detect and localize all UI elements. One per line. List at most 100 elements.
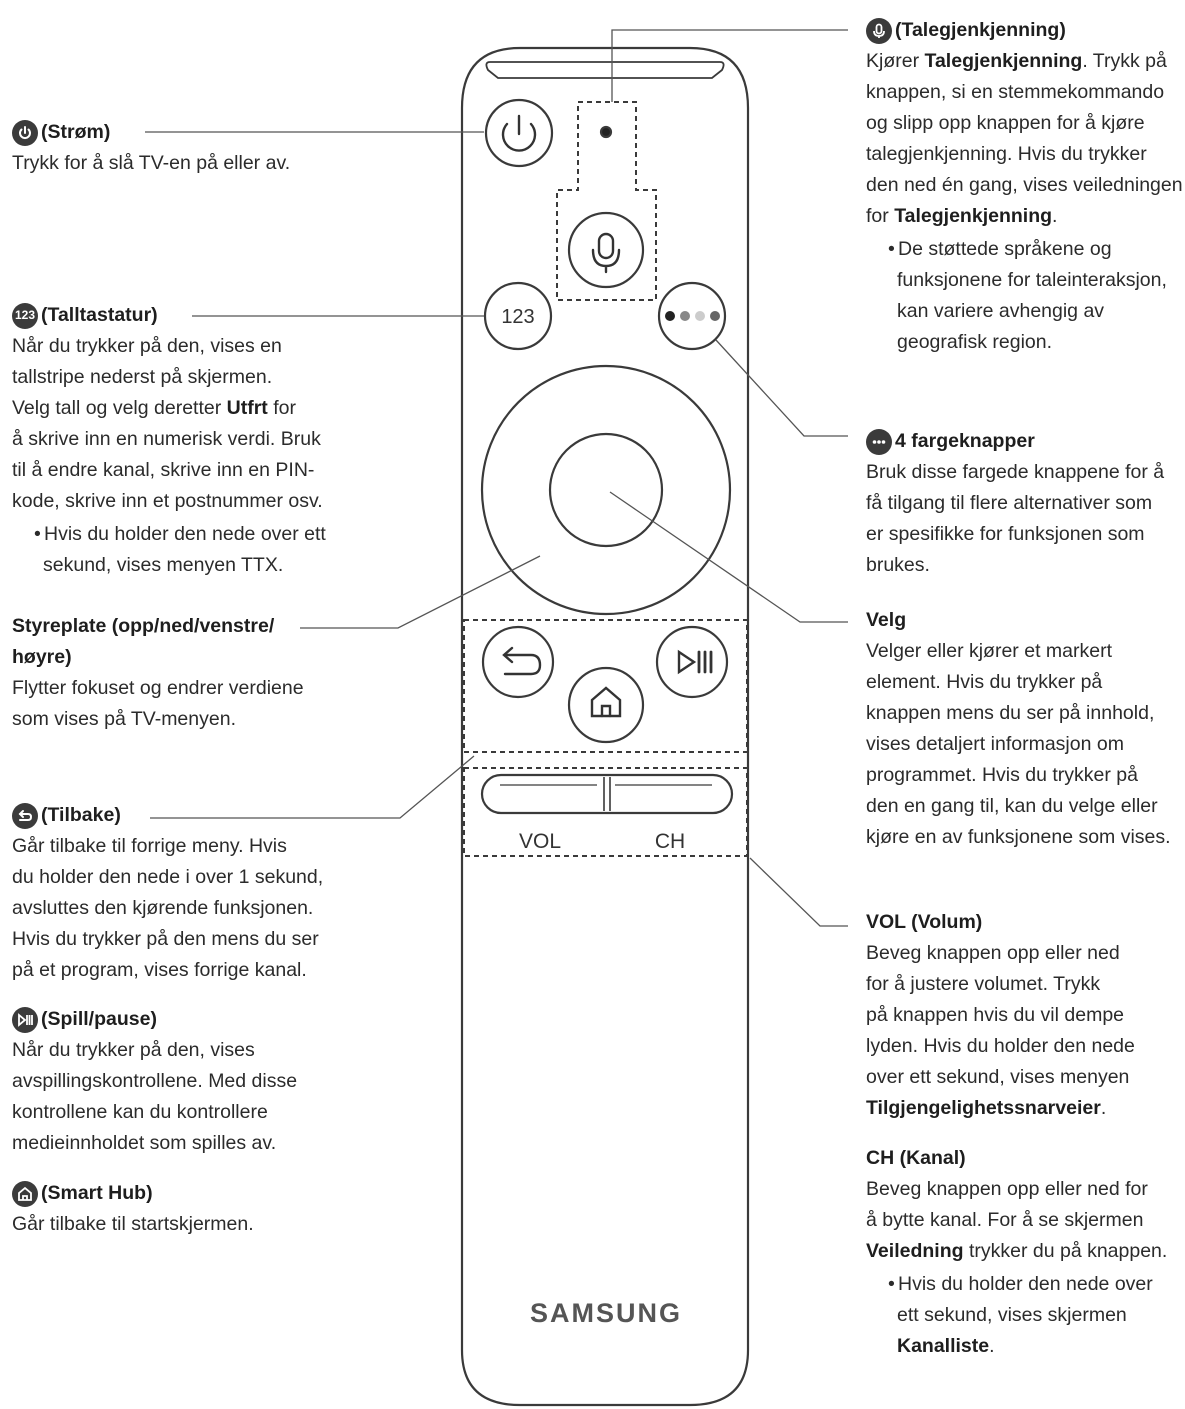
color-desc-line: brukes.: [866, 554, 930, 576]
touchpad-title-cont: høyre): [12, 646, 72, 668]
power-icon: [12, 119, 38, 146]
touchpad-desc-line: som vises på TV-menyen.: [12, 708, 236, 730]
nav-keys-region: [463, 619, 748, 753]
power-button: [484, 98, 554, 168]
ch-title: CH (Kanal): [866, 1147, 966, 1169]
color-desc-line: Bruk disse fargede knappene for å: [866, 461, 1165, 483]
touchpad-title: Styreplate (opp/ned/venstre/: [12, 615, 275, 637]
voice-desc-line: og slipp opp knappen for å kjøre: [866, 112, 1145, 134]
select-desc-line: programmet. Hvis du trykker på: [866, 764, 1139, 786]
ch-desc-line: Beveg knappen opp eller ned for: [866, 1178, 1148, 1200]
ch-bullet-cont: Kanalliste.: [897, 1335, 995, 1357]
keypad-desc-line: å skrive inn en numerisk verdi. Bruk: [12, 428, 321, 450]
keypad-desc-line: Når du trykker på den, vises en: [12, 335, 282, 357]
playpause-button: [655, 625, 729, 699]
voice-section: (Talegjenkjenning) Kjører Talegjenkjenni…: [866, 15, 1184, 358]
keypad-button: [483, 281, 553, 351]
ch-bullet: Hvis du holder den nede over: [866, 1269, 1167, 1300]
playpause-title: (Spill/pause): [41, 1008, 157, 1030]
vol-desc-line: Beveg knappen opp eller ned: [866, 942, 1120, 964]
ch-section: CH (Kanal) Beveg knappen opp eller ned f…: [866, 1143, 1167, 1362]
back-desc-line: du holder den nede i over 1 sekund,: [12, 866, 324, 888]
voice-title: (Talegjenkjenning): [895, 19, 1066, 41]
leader-voice: [611, 29, 848, 102]
voice-bullet-cont: geografisk region.: [897, 331, 1053, 353]
keypad-title: (Talltastatur): [41, 304, 158, 326]
color-dots-icon: [866, 428, 892, 455]
back-desc-line: på et program, vises forrige kanal.: [12, 959, 307, 981]
smarthub-desc-line: Går tilbake til startskjermen.: [12, 1213, 254, 1235]
keypad-bullet: Hvis du holder den nede over ett: [12, 519, 362, 550]
color-section: 4 fargeknapper Bruk disse fargede knappe…: [866, 426, 1164, 581]
power-section: (Strøm) Trykk for å slå TV-en på eller a…: [12, 117, 290, 179]
select-desc-line: Velger eller kjører et markert: [866, 640, 1112, 662]
vol-ch-rocker: [480, 773, 734, 815]
select-button: [548, 432, 664, 548]
voice-desc-line: knappen, si en stemmekommando: [866, 81, 1165, 103]
home-button: [567, 666, 645, 744]
vol-section: VOL (Volum) Beveg knappen opp eller ned …: [866, 907, 1135, 1124]
mic-hole: [599, 125, 613, 139]
remote-body: [460, 46, 750, 1407]
back-desc-line: Går tilbake til forrige meny. Hvis: [12, 835, 287, 857]
keypad-desc-line: til å endre kanal, skrive inn en PIN-: [12, 459, 315, 481]
leader-color: [715, 339, 848, 437]
touchpad-ring: [480, 364, 732, 616]
keypad-desc-line: kode, skrive inn et postnummer osv.: [12, 490, 323, 512]
keypad-button-label: 123: [501, 306, 534, 328]
ch-label: CH: [655, 830, 685, 853]
playpause-desc-line: Når du trykker på den, vises: [12, 1039, 255, 1061]
back-desc-line: Hvis du trykker på den mens du ser: [12, 928, 319, 950]
select-desc-line: kjøre en av funksjonene som vises.: [866, 826, 1171, 848]
playpause-icon: [12, 1006, 38, 1033]
touchpad-section: Styreplate (opp/ned/venstre/ høyre) Flyt…: [12, 611, 304, 735]
vol-desc-line: over ett sekund, vises menyen: [866, 1066, 1130, 1088]
voice-bullet: De støttede språkene og: [866, 234, 1184, 265]
select-section: Velg Velger eller kjører et markert elem…: [866, 605, 1171, 853]
back-desc-line: avsluttes den kjørende funksjonen.: [12, 897, 314, 919]
leader-touchpad: [300, 555, 541, 629]
mic-icon: [591, 232, 621, 274]
playpause-desc-line: avspillingskontrollene. Med disse: [12, 1070, 298, 1092]
back-button: [481, 625, 555, 699]
keypad-bullet-cont: sekund, vises menyen TTX.: [43, 554, 284, 576]
leader-vol: [749, 857, 848, 927]
voice-bullet-cont: kan variere avhengig av: [897, 300, 1105, 322]
power-icon: [501, 114, 537, 152]
select-desc-line: element. Hvis du trykker på: [866, 671, 1103, 693]
volch-region: [463, 767, 748, 857]
vol-desc-line: på knappen hvis du vil dempe: [866, 1004, 1125, 1026]
remote-top-slot: [485, 61, 725, 79]
power-desc: Trykk for å slå TV-en på eller av.: [12, 152, 291, 174]
select-desc-line: den en gang til, kan du velge eller: [866, 795, 1158, 817]
vol-desc-line: lyden. Hvis du holder den nede: [866, 1035, 1135, 1057]
ch-desc-line: å bytte kanal. For å se skjermen: [866, 1209, 1144, 1231]
smarthub-title: (Smart Hub): [41, 1182, 153, 1204]
ch-bullet-cont: ett sekund, vises skjermen: [897, 1304, 1127, 1326]
voice-desc-line: talegjenkjenning. Hvis du trykker: [866, 143, 1147, 165]
voice-desc-line: for Talegjenkjenning.: [866, 205, 1058, 227]
select-desc-line: vises detaljert informasjon om: [866, 733, 1124, 755]
color-dots-icon: [665, 311, 720, 321]
leader-back: [150, 755, 475, 819]
color-title: 4 fargeknapper: [895, 430, 1035, 452]
playpause-desc-line: kontrollene kan du kontrollere: [12, 1101, 268, 1123]
vol-desc-line: Tilgjengelighetssnarveier.: [866, 1097, 1107, 1119]
brand-logo: SAMSUNG: [530, 1298, 682, 1328]
keypad-desc-line: Velg tall og velg deretter Utfrt for: [12, 397, 296, 419]
back-arrow-icon: [502, 646, 542, 676]
color-desc-line: er spesifikke for funksjonen som: [866, 523, 1145, 545]
color-desc-line: få tilgang til flere alternativer som: [866, 492, 1153, 514]
voice-desc-line: den ned én gang, vises veiledningen: [866, 174, 1183, 196]
touchpad-desc-line: Flytter fokuset og endrer verdiene: [12, 677, 304, 699]
ch-desc-line: Veiledning trykker du på knappen.: [866, 1240, 1168, 1262]
vol-label: VOL: [519, 830, 561, 853]
back-section: (Tilbake) Går tilbake til forrige meny. …: [12, 800, 323, 986]
playpause-icon: [677, 649, 713, 675]
voice-bullet-cont: funksjonene for taleinteraksjon,: [897, 269, 1167, 291]
keypad-icon: 123: [12, 302, 38, 329]
voice-desc-line: Kjører Talegjenkjenning. Trykk på: [866, 50, 1167, 72]
leader-select: [609, 491, 848, 623]
select-title: Velg: [866, 609, 907, 631]
